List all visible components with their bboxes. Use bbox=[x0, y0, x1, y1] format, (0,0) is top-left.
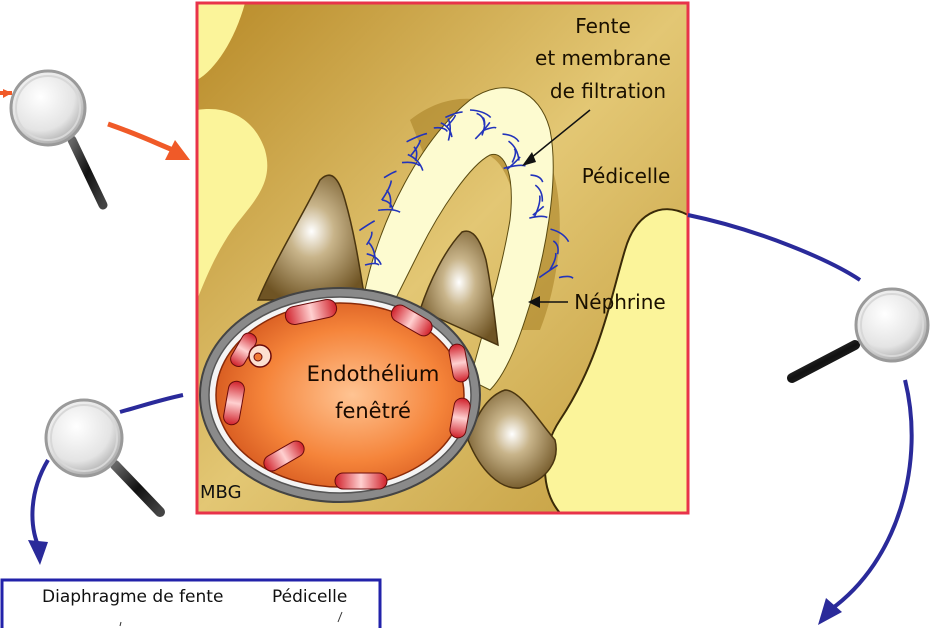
label-fente-1: Fente bbox=[575, 14, 631, 38]
magnifier-icon-left bbox=[11, 71, 103, 205]
label-endothelium-1: Endothélium bbox=[307, 362, 440, 386]
label-mbg: MBG bbox=[200, 482, 242, 503]
magnifier-icon-right bbox=[792, 289, 928, 378]
label-nephrine: Néphrine bbox=[574, 290, 665, 314]
label-fente-2: et membrane bbox=[535, 46, 671, 70]
inset-label-pedicelle: Pédicelle bbox=[272, 587, 347, 607]
main-diagram: Fente et membrane de filtration Pédicell… bbox=[197, 3, 688, 513]
blue-arc-right bbox=[688, 215, 912, 625]
label-pedicelle: Pédicelle bbox=[582, 164, 671, 188]
inset-diaphragm-panel: Diaphragme de fente Pédicelle bbox=[2, 580, 380, 628]
label-endothelium-2: fenêtré bbox=[335, 399, 411, 423]
label-fente-3: de filtration bbox=[550, 79, 666, 103]
inset-label-diaphragme: Diaphragme de fente bbox=[42, 587, 223, 607]
magnifier-icon-bottom-left bbox=[46, 400, 160, 512]
